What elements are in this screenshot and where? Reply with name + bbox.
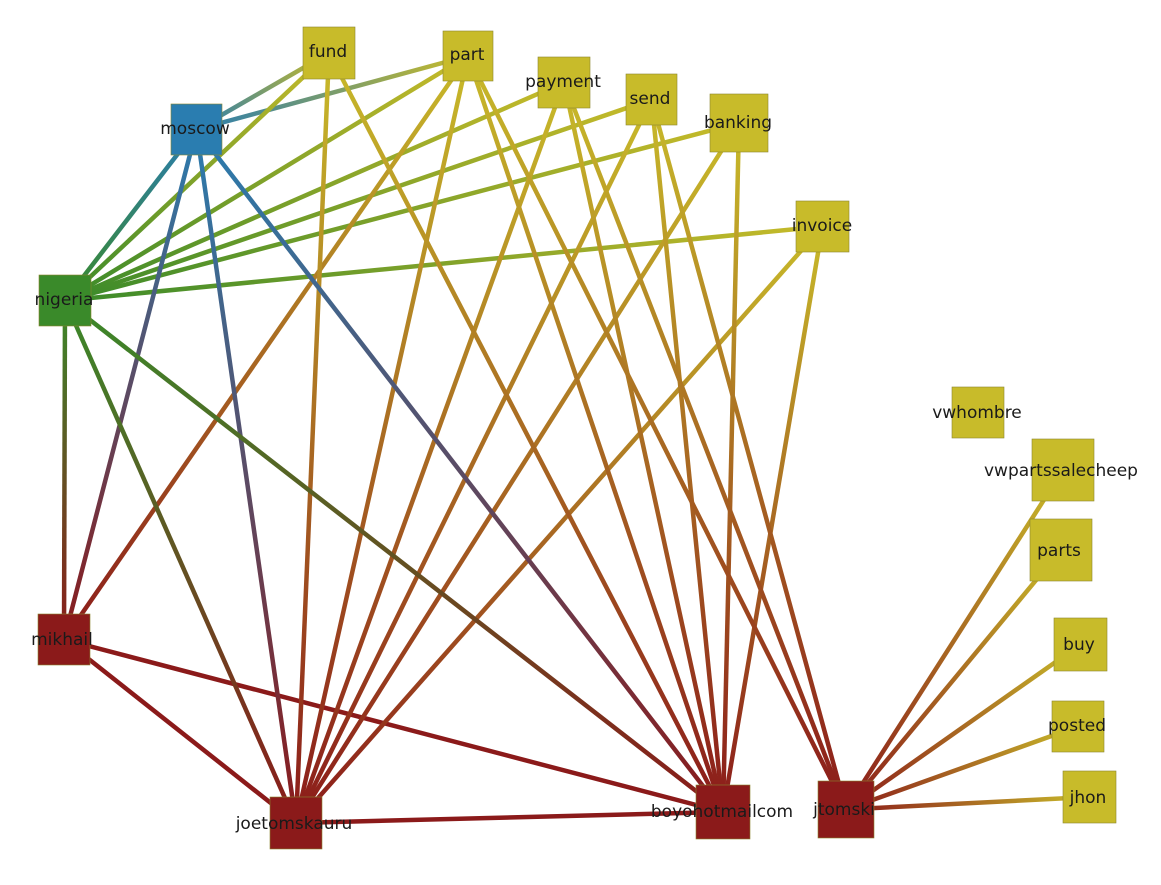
node-label-jhon: jhon: [1069, 788, 1107, 808]
node-box-mikhail: [37, 613, 91, 666]
edge-moscow-part: [195, 53, 469, 132]
edge-boyohotmailcom-nigeria: [63, 298, 725, 814]
node-nigeria[interactable]: nigeria: [35, 274, 94, 327]
edge-mikhail-joetomskauru: [62, 637, 298, 825]
node-box-vwpartssalecheep: [1031, 438, 1095, 502]
edge-jtomski-send: [649, 98, 849, 811]
node-box-jtomski: [817, 780, 875, 839]
node-box-fund: [302, 26, 356, 80]
node-box-banking: [709, 93, 769, 153]
edge-jtomski-buy: [844, 642, 1082, 812]
node-joetomskauru[interactable]: joetomskauru: [235, 796, 353, 850]
node-box-nigeria: [38, 274, 92, 327]
edge-jtomski-vwpartssalecheep: [844, 468, 1065, 811]
node-box-moscow: [170, 103, 223, 156]
node-boyohotmailcom[interactable]: boyohotmailcom: [651, 784, 793, 840]
edge-joetomskauru-invoice: [294, 225, 825, 825]
node-parts[interactable]: parts: [1029, 518, 1093, 582]
edge-nigeria-moscow: [63, 128, 199, 302]
node-jtomski[interactable]: jtomski: [812, 780, 875, 839]
node-payment[interactable]: payment: [525, 56, 601, 109]
node-label-vwpartssalecheep: vwpartssalecheep: [984, 461, 1138, 481]
node-vwhombre[interactable]: vwhombre: [932, 386, 1022, 439]
node-label-parts: parts: [1037, 541, 1081, 561]
edge-boyohotmailcom-send: [649, 99, 726, 813]
edge-boyohotmailcom-banking: [720, 122, 742, 813]
edge-boyohotmailcom-payment: [561, 82, 726, 813]
node-box-invoice: [795, 200, 850, 253]
node-label-nigeria: nigeria: [35, 290, 94, 310]
node-label-invoice: invoice: [792, 216, 853, 236]
edge-mikhail-part: [62, 54, 470, 641]
edges-layer: [61, 51, 1090, 826]
node-label-buy: buy: [1063, 635, 1095, 655]
edge-nigeria-invoice: [64, 224, 823, 303]
edge-nigeria-part: [63, 54, 470, 303]
edge-mikhail-boyohotmailcom: [63, 637, 724, 815]
edge-mikhail-nigeria: [61, 300, 68, 640]
node-box-boyohotmailcom: [695, 784, 751, 840]
node-box-vwhombre: [951, 386, 1005, 439]
edge-boyohotmailcom-moscow: [194, 128, 725, 814]
node-moscow[interactable]: moscow: [160, 103, 230, 156]
edge-boyohotmailcom-part: [465, 55, 726, 813]
nodes-layer: fund part payment send banking invoice moscow n…: [31, 26, 1138, 850]
node-label-posted: posted: [1048, 716, 1106, 736]
node-posted[interactable]: posted: [1048, 700, 1106, 753]
node-box-part: [442, 30, 494, 82]
edge-joetomskauru-boyohotmailcom: [295, 809, 724, 826]
node-label-moscow: moscow: [160, 119, 230, 139]
node-label-vwhombre: vwhombre: [932, 403, 1022, 423]
node-box-send: [625, 73, 678, 126]
node-buy[interactable]: buy: [1053, 617, 1108, 672]
node-box-parts: [1029, 518, 1093, 582]
edge-jtomski-posted: [845, 724, 1079, 812]
edge-jtomski-jhon: [845, 794, 1090, 812]
edge-joetomskauru-payment: [293, 81, 567, 824]
edge-jtomski-part: [465, 54, 849, 811]
node-box-joetomskauru: [269, 796, 323, 850]
edge-joetomskauru-fund: [293, 52, 332, 824]
node-invoice[interactable]: invoice: [792, 200, 853, 253]
node-label-mikhail: mikhail: [31, 630, 93, 650]
node-label-send: send: [630, 89, 671, 109]
node-part[interactable]: part: [442, 30, 494, 82]
node-send[interactable]: send: [625, 73, 678, 126]
node-label-part: part: [450, 45, 485, 65]
node-box-payment: [537, 56, 591, 109]
node-banking[interactable]: banking: [704, 93, 772, 153]
node-label-banking: banking: [704, 113, 772, 133]
edge-boyohotmailcom-invoice: [720, 226, 825, 813]
edge-joetomskauru-moscow: [194, 129, 299, 824]
edge-joetomskauru-part: [293, 55, 471, 824]
node-label-payment: payment: [525, 72, 601, 92]
edge-jtomski-payment: [561, 81, 849, 811]
node-label-jtomski: jtomski: [812, 800, 875, 820]
node-box-jhon: [1062, 770, 1117, 824]
node-label-boyohotmailcom: boyohotmailcom: [651, 802, 793, 822]
node-vwpartssalecheep[interactable]: vwpartssalecheep: [984, 438, 1138, 502]
edge-nigeria-fund: [63, 51, 331, 303]
edge-jtomski-parts: [844, 548, 1063, 811]
edge-nigeria-payment: [64, 80, 565, 303]
edge-boyohotmailcom-fund: [327, 51, 725, 814]
node-label-fund: fund: [309, 42, 347, 62]
node-jhon[interactable]: jhon: [1062, 770, 1117, 824]
node-box-buy: [1053, 617, 1108, 672]
edge-mikhail-moscow: [61, 128, 199, 641]
edge-joetomskauru-nigeria: [62, 299, 299, 824]
node-label-joetomskauru: joetomskauru: [235, 814, 353, 834]
node-fund[interactable]: fund: [302, 26, 356, 80]
node-box-posted: [1051, 700, 1105, 753]
node-mikhail[interactable]: mikhail: [31, 613, 93, 666]
